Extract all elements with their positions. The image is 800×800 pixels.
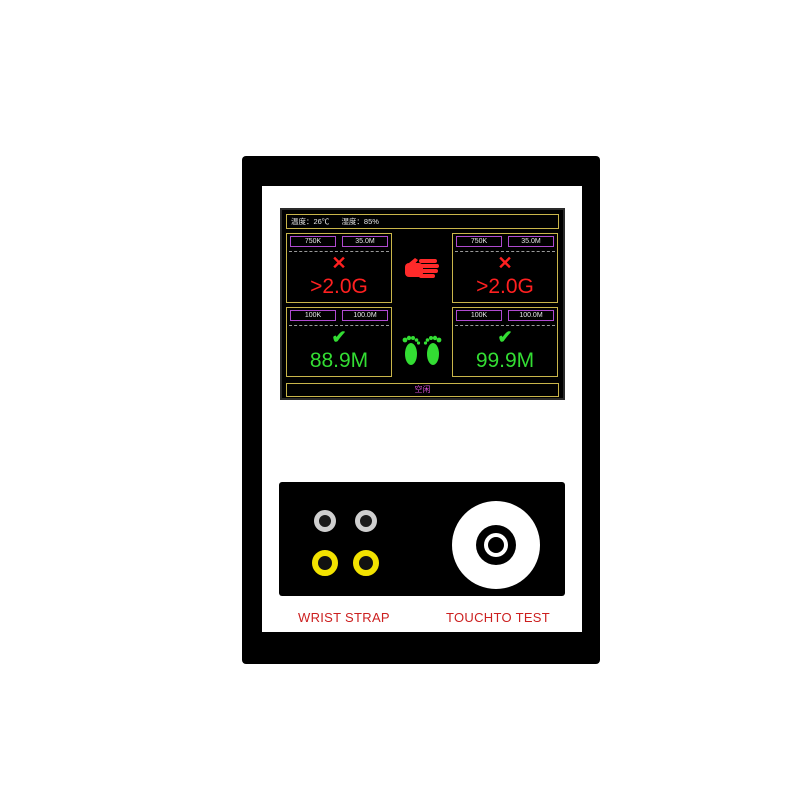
lower-limit-chip: 100K — [290, 310, 336, 321]
wrist-strap-jack-lower-right[interactable] — [353, 550, 379, 576]
temperature-readout: 温度：26℃ — [291, 217, 330, 226]
upper-limit-chip: 100.0M — [342, 310, 388, 321]
divider — [455, 251, 555, 252]
check-icon: ✔ — [331, 327, 347, 347]
hand-icon — [405, 258, 439, 278]
panel-right-hand: 750K 35.0M ✕ >2.0G — [452, 233, 558, 303]
touch-test-pad[interactable] — [452, 501, 540, 589]
wrist-strap-jack-upper-right[interactable] — [355, 510, 377, 532]
divider — [289, 325, 389, 326]
upper-limit-chip: 35.0M — [342, 236, 388, 247]
lower-limit-chip: 750K — [290, 236, 336, 247]
resistance-value: 88.9M — [309, 349, 369, 372]
upper-limit-chip: 35.0M — [508, 236, 554, 247]
resistance-value: >2.0G — [310, 275, 368, 298]
touch-pad-center — [488, 537, 504, 553]
wrist-strap-jack-upper-left[interactable] — [314, 510, 336, 532]
status-bar: 温度：26℃ 湿度：85% — [286, 214, 559, 229]
resistance-value: 99.9M — [475, 349, 535, 372]
divider — [289, 251, 389, 252]
wrist-strap-jack-lower-left[interactable] — [312, 550, 338, 576]
lcd-screen: 温度：26℃ 湿度：85% 750K 35.0M ✕ >2.0G 750K 35… — [280, 208, 565, 400]
divider — [455, 325, 555, 326]
humidity-readout: 湿度：85% — [341, 217, 379, 226]
resistance-value: >2.0G — [476, 275, 534, 298]
panel-left-foot: 100K 100.0M ✔ 88.9M — [286, 307, 392, 377]
panel-right-foot: 100K 100.0M ✔ 99.9M — [452, 307, 558, 377]
connector-panel — [279, 482, 565, 596]
lower-limit-chip: 750K — [456, 236, 502, 247]
panel-left-hand: 750K 35.0M ✕ >2.0G — [286, 233, 392, 303]
lower-limit-chip: 100K — [456, 310, 502, 321]
upper-limit-chip: 100.0M — [508, 310, 554, 321]
check-icon: ✔ — [497, 327, 513, 347]
status-footer: 空闲 — [286, 383, 559, 397]
cross-icon: ✕ — [331, 253, 347, 273]
touch-test-label: TOUCHTO TEST — [446, 610, 551, 625]
wrist-strap-label: WRIST STRAP — [298, 610, 390, 625]
feet-icon — [402, 335, 442, 365]
cross-icon: ✕ — [497, 253, 513, 273]
